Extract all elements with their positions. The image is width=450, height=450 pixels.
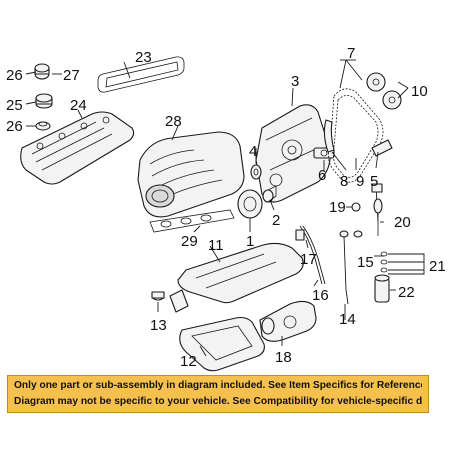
camshaft-sprocket-part [366, 72, 402, 110]
cylinder-head-cover-part [20, 111, 135, 185]
callout-7: 7 [347, 45, 355, 62]
leader-lines [25, 59, 425, 357]
bolt-part [351, 202, 361, 212]
seal-part [35, 93, 53, 109]
callout-10: 10 [411, 83, 428, 100]
grommet-part [35, 121, 51, 131]
disclaimer-line-1: Only one part or sub-assembly in diagram… [14, 380, 422, 391]
callout-21: 21 [429, 258, 446, 275]
callout-29: 29 [181, 233, 198, 250]
oil-pan-lower-part [179, 316, 265, 372]
callout-26-top: 26 [6, 67, 23, 84]
valve-cover-gasket-part [97, 56, 185, 93]
intake-manifold-part [137, 131, 245, 218]
o-ring-part [380, 251, 388, 273]
disclaimer-line-2: Diagram may not be specific to your vehi… [14, 396, 422, 407]
callout-6: 6 [318, 167, 326, 184]
callout-2: 2 [272, 212, 280, 229]
dipstick-tube-lower-part [295, 225, 326, 285]
callout-4: 4 [249, 143, 257, 160]
callout-13: 13 [150, 317, 167, 334]
callout-24: 23 [135, 49, 152, 66]
callout-8: 8 [340, 173, 348, 190]
callout-22: 22 [398, 284, 415, 301]
callout-28: 28 [165, 113, 182, 130]
chain-tensioner-part [371, 139, 393, 157]
oil-pump-part [259, 300, 317, 342]
crankshaft-seal-part [250, 164, 262, 180]
timing-chain-part [328, 88, 384, 183]
disclaimer-banner: Only one part or sub-assembly in diagram… [7, 375, 429, 413]
callout-26-bottom: 26 [6, 118, 23, 135]
callout-18: 18 [275, 349, 292, 366]
intake-gasket-part [149, 209, 235, 233]
callout-14: 14 [339, 311, 356, 328]
callout-5: 5 [370, 173, 378, 190]
drain-plug-part [151, 291, 165, 301]
chain-guide-part [323, 119, 335, 153]
callout-16: 16 [312, 287, 329, 304]
oil-dipstick-part [373, 198, 383, 236]
callout-17: 17 [300, 251, 317, 268]
oil-filter-part [374, 274, 390, 303]
callout-1: 1 [246, 233, 254, 250]
callout-27: 27 [63, 67, 80, 84]
oil-pan-upper-part [169, 242, 304, 313]
callout-23: 24 [70, 97, 87, 114]
callout-11: 11 [208, 237, 224, 254]
oil-filler-cap-part [34, 63, 50, 80]
oil-level-sensor-part [339, 230, 363, 305]
callout-15: 15 [357, 254, 374, 271]
callout-12: 12 [180, 353, 197, 370]
callout-25: 25 [6, 97, 23, 114]
callout-3: 3 [291, 73, 299, 90]
callout-19: 19 [329, 199, 346, 216]
callout-20: 20 [394, 214, 411, 231]
sensor-part [313, 147, 335, 159]
callout-labels: 23 26 27 25 24 26 28 3 7 10 4 6 8 9 5 2 … [6, 45, 446, 370]
